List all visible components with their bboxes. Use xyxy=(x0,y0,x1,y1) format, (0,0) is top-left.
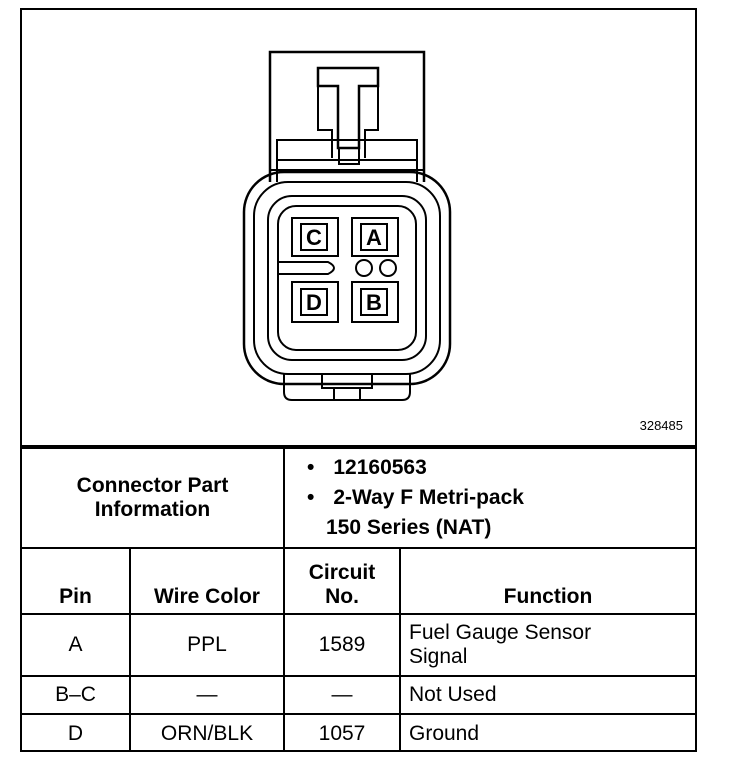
latch-tab xyxy=(338,147,360,165)
pin-hole-2 xyxy=(379,259,397,277)
pin-label-d: D xyxy=(306,290,322,315)
pin-box-a xyxy=(360,223,388,251)
pin-cell: D xyxy=(22,713,131,752)
table-row: B–C — — Not Used xyxy=(22,675,695,715)
function-line1: Fuel Gauge Sensor xyxy=(409,621,592,644)
pin-label-a: A xyxy=(366,225,382,250)
col-header-circuit-line1: Circuit xyxy=(308,561,376,584)
connector-housing-top xyxy=(268,50,426,182)
col-header-circuit: Circuit No. xyxy=(283,547,401,615)
latch-t-shape xyxy=(316,66,380,150)
part-info-row: Connector Part Information • 12160563 • 2-… xyxy=(22,447,695,549)
bottom-tab-outer xyxy=(283,374,411,401)
cavity-d xyxy=(291,281,339,323)
table-row: A PPL 1589 Fuel Gauge Sensor Signal xyxy=(22,613,695,677)
figure-id: 328485 xyxy=(639,418,683,433)
pin-cell: B–C xyxy=(22,675,131,715)
bullet-icon: • xyxy=(307,486,315,509)
connector-seal-ring xyxy=(253,181,441,375)
connector-drawing: C A D B 328485 xyxy=(22,10,695,447)
col-header-pin: Pin xyxy=(22,547,131,615)
wire-color-cell: PPL xyxy=(129,613,285,677)
connector-outer-shell xyxy=(242,170,452,386)
pin-cell: A xyxy=(22,613,131,677)
bottom-tab-inner xyxy=(321,374,373,389)
connector-inner-face xyxy=(267,195,427,361)
function-cell: Ground xyxy=(399,713,695,752)
circuit-cell: 1589 xyxy=(283,613,401,677)
housing-lines xyxy=(270,159,424,171)
col-header-circuit-line2: No. xyxy=(325,585,359,608)
part-number-item: • 12160563 xyxy=(293,453,687,483)
wire-color-cell: ORN/BLK xyxy=(129,713,285,752)
function-cell: Fuel Gauge Sensor Signal xyxy=(399,613,695,677)
col-header-wire-color: Wire Color xyxy=(129,547,285,615)
cavity-a xyxy=(351,217,399,257)
part-info-label: Connector Part Information xyxy=(22,447,285,549)
pin-box-d xyxy=(300,288,328,316)
part-info-details: • 12160563 • 2-Way F Metri-pack 150 Series… xyxy=(283,447,695,549)
pin-label-c: C xyxy=(306,225,322,250)
part-info-label-line1: Connector Part xyxy=(76,474,229,497)
pin-box-b xyxy=(360,288,388,316)
connector-sheet: C A D B 328485 Connector Part Informatio… xyxy=(20,8,697,752)
latch-arms xyxy=(317,86,379,158)
part-desc-line1: 2-Way F Metri-pack xyxy=(333,486,524,509)
bottom-tab-lines xyxy=(333,388,361,400)
pin-box-c xyxy=(300,223,328,251)
circuit-cell: — xyxy=(283,675,401,715)
function-cell: Not Used xyxy=(399,675,695,715)
table-row: D ORN/BLK 1057 Ground xyxy=(22,713,695,752)
pin-label-b: B xyxy=(366,290,382,315)
bullet-icon: • xyxy=(307,456,315,479)
part-number: 12160563 xyxy=(333,456,427,479)
keying-slot xyxy=(278,261,335,275)
cavity-b xyxy=(351,281,399,323)
cavity-c xyxy=(291,217,339,257)
wire-color-cell: — xyxy=(129,675,285,715)
part-desc-item: • 2-Way F Metri-pack xyxy=(293,483,687,513)
function-line2: Signal xyxy=(409,645,468,668)
connector-cavity xyxy=(277,205,417,351)
connector-face-diagram: C A D B xyxy=(242,50,452,401)
circuit-cell: 1057 xyxy=(283,713,401,752)
connector-table: Connector Part Information • 12160563 • 2-… xyxy=(22,447,695,752)
header-row: Pin Wire Color Circuit No. Function xyxy=(22,547,695,615)
part-desc-line2: 150 Series (NAT) xyxy=(326,516,492,539)
pin-hole-1 xyxy=(355,259,373,277)
col-header-function: Function xyxy=(399,547,695,615)
part-info-label-line2: Information xyxy=(94,498,211,521)
